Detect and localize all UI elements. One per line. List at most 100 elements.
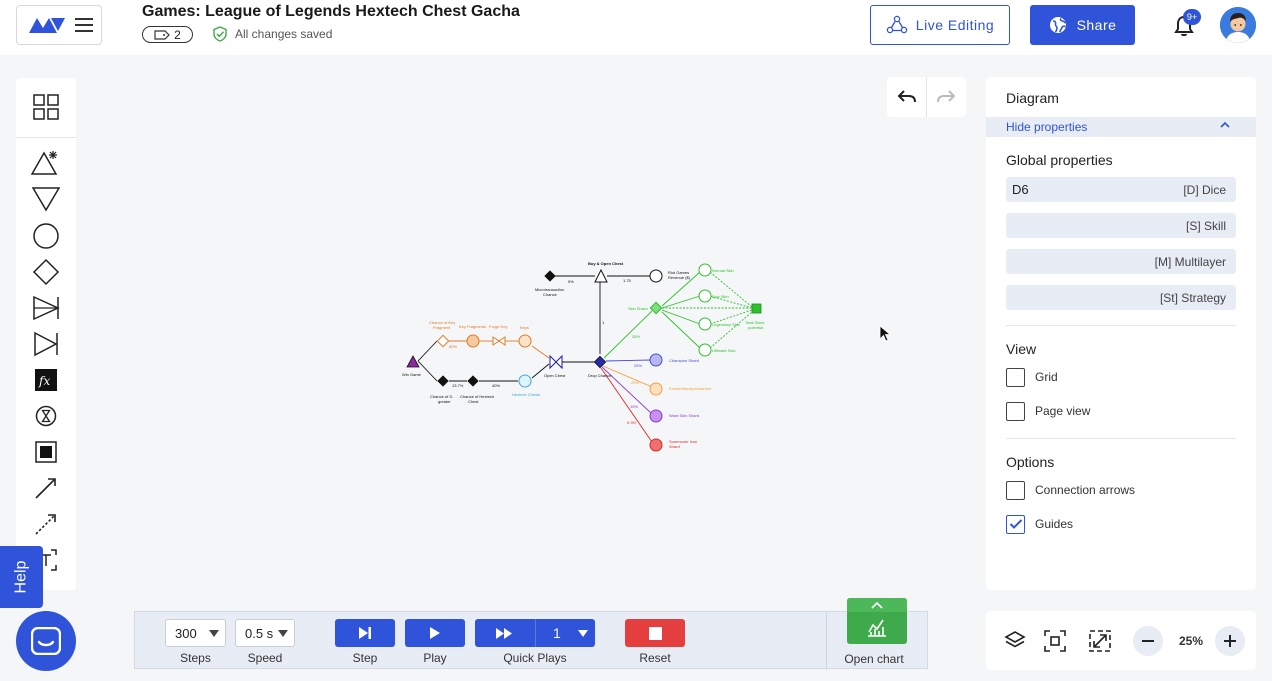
revenue-pool-node[interactable] [649,269,663,283]
summoner-icon-pool-node[interactable] [649,438,663,452]
global-property-multilayer[interactable]: [M] Multilayer [1006,249,1236,274]
layers-icon[interactable] [1004,630,1026,652]
user-avatar[interactable] [1220,7,1256,43]
emote-pool-node[interactable] [649,382,663,396]
drain-tool[interactable] [31,184,61,214]
global-properties-title: Global properties [1006,152,1113,168]
gate-tool[interactable] [31,257,61,287]
global-property-strategy[interactable]: [St] Strategy [1006,285,1236,310]
connection-arrows-label: Connection arrows [1035,483,1136,497]
open-chest-trader-node[interactable] [549,354,563,370]
reset-button[interactable] [625,619,685,647]
undo-icon[interactable] [897,87,917,107]
cloud-check-icon [213,26,227,42]
converter-tool[interactable] [31,329,61,359]
champion-shard-pool-node[interactable] [649,353,663,367]
global-property-dice[interactable]: D6 [D] Dice [1006,177,1236,202]
diagram-canvas[interactable]: Buy & Open Chest Microtransaction Chance… [80,62,980,602]
state-connection-icon [35,514,56,535]
key-fragments-pool-node[interactable] [466,334,480,348]
share-label: Share [1076,17,1117,33]
chat-launcher[interactable] [16,611,76,671]
resource-connection-tool[interactable] [31,473,61,503]
drop-chance-gate-node[interactable] [593,355,607,369]
chevron-up-icon [1220,121,1230,128]
redo-icon[interactable] [936,87,956,107]
library-button[interactable] [31,92,61,122]
forge-key-trader-node[interactable] [492,336,506,346]
s-grade-gate-node[interactable] [437,375,449,387]
hextech-chance-gate-node[interactable] [467,375,479,387]
hextech-chests-pool-node[interactable] [518,374,532,388]
hide-properties-toggle[interactable]: Hide properties [986,117,1256,137]
microtransaction-gate-node[interactable] [544,270,556,282]
top-header: Games: League of Legends Hextech Chest G… [0,0,1272,55]
quick-plays-button[interactable]: 1 [475,619,595,647]
label-p-one: 1 [602,320,605,325]
app-menu-button[interactable] [16,5,102,45]
fast-forward-icon [496,627,512,639]
library-icon [33,94,59,120]
diagram-svg[interactable]: Buy & Open Chest Microtransaction Chance… [80,62,980,602]
share-button[interactable]: Share [1030,5,1135,45]
chart-expand-tab[interactable] [847,598,907,612]
register-tool[interactable]: fx [31,365,61,395]
source-tool[interactable] [31,148,61,178]
normal-skin-pool-node[interactable] [698,263,712,277]
open-chart-button[interactable] [847,598,907,644]
grid-option[interactable]: Grid [1006,367,1058,387]
document-title[interactable]: Games: League of Legends Hextech Chest G… [142,3,520,20]
help-label: Help [12,560,30,594]
label-sk1: Normal Skin [712,268,734,273]
connection-arrows-option[interactable]: Connection arrows [1006,480,1135,500]
undo-redo-group [887,77,966,117]
version-badge[interactable]: 2 [142,26,193,43]
ward-skin-pool-node[interactable] [649,409,663,423]
legendary-skin-pool-node[interactable] [698,317,712,331]
page-view-checkbox[interactable] [1006,401,1025,421]
trader-icon [33,295,60,321]
speed-select[interactable]: 0.5 s [235,619,295,647]
key-fragment-gate-node[interactable] [436,334,450,348]
grid-checkbox[interactable] [1006,367,1025,387]
guides-option[interactable]: Guides [1006,514,1073,534]
trader-tool[interactable] [31,293,61,323]
label-key-frag: Key Fragments [459,324,486,329]
fullscreen-icon[interactable] [1089,630,1111,652]
reset-label: Reset [639,651,671,665]
global-property-skill[interactable]: [S] Skill [1006,213,1236,238]
converter-icon [34,331,58,357]
live-editing-button[interactable]: Live Editing [870,5,1010,45]
end-condition-tool[interactable] [31,437,61,467]
win-game-source-node[interactable] [406,355,420,368]
connection-arrows-checkbox[interactable] [1006,480,1025,500]
epic-skin-pool-node[interactable] [698,289,712,303]
label-skin-shard: Skin Shard [628,306,648,311]
label-chance-hex: Chance of Hextech [460,394,494,399]
pool-tool[interactable] [31,221,61,251]
label-sk2: Epic Skin [712,294,729,299]
quick-plays-value[interactable]: 1 [553,625,561,641]
playbar-separator [826,612,827,670]
state-connection-tool[interactable] [31,509,61,539]
help-tab[interactable]: Help [0,546,43,608]
zoom-out-button[interactable] [1133,626,1163,656]
step-label: Step [352,651,378,665]
strategy-label: [St] Strategy [1159,291,1226,305]
steps-select[interactable]: 300 [165,619,226,647]
guides-checkbox[interactable] [1006,514,1025,534]
skin-shard-gate-node[interactable] [649,301,663,315]
total-skins-register-node[interactable] [751,303,762,314]
buy-chest-converter-node[interactable] [594,268,608,283]
gate-icon [32,258,60,286]
saved-text: All changes saved [235,27,333,41]
play-button[interactable] [405,619,465,647]
fit-selection-icon[interactable] [1044,630,1066,652]
page-view-option[interactable]: Page view [1006,401,1090,421]
delay-tool[interactable] [31,401,61,431]
step-button[interactable] [335,619,395,647]
globe-icon [1049,17,1066,33]
keys-pool-node[interactable] [518,334,532,348]
ultimate-skin-pool-node[interactable] [698,343,712,357]
zoom-in-button[interactable] [1215,626,1245,656]
